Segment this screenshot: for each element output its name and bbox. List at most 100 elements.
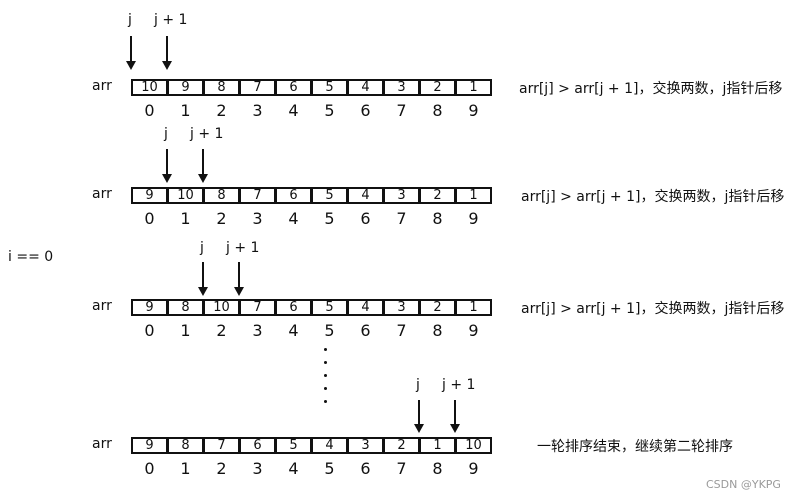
array-cell: 7 [203, 437, 240, 454]
pointer-j1-label: j + 1 [154, 12, 188, 28]
index-label: 9 [468, 101, 479, 120]
index-label: 5 [324, 459, 335, 478]
pointer-j-label: j [128, 12, 132, 28]
watermark: CSDN @YKPG [706, 478, 781, 491]
array-cell: 7 [239, 187, 276, 204]
ellipsis-dot [324, 361, 327, 364]
array-cell: 5 [311, 187, 348, 204]
index-label: 9 [468, 321, 479, 340]
index-label: 6 [360, 101, 371, 120]
array-cell: 10 [203, 299, 240, 316]
index-label: 2 [216, 459, 227, 478]
array-cell: 8 [167, 437, 204, 454]
array-cell: 5 [311, 79, 348, 96]
pointer-j1-label: j + 1 [442, 377, 476, 393]
index-label: 5 [324, 101, 335, 120]
arr-label: arr [92, 78, 112, 94]
ellipsis-dot [324, 387, 327, 390]
index-label: 8 [432, 209, 443, 228]
array-cell: 3 [383, 299, 420, 316]
array-cell: 1 [455, 187, 492, 204]
array-cell: 6 [275, 187, 312, 204]
ellipsis-dot [324, 374, 327, 377]
array-cell: 2 [383, 437, 420, 454]
array-cell: 5 [275, 437, 312, 454]
index-label: 8 [432, 101, 443, 120]
array-cell: 1 [455, 299, 492, 316]
arrowhead-icon [198, 287, 208, 296]
index-label: 0 [144, 101, 155, 120]
index-label: 7 [396, 101, 407, 120]
array-cell: 5 [311, 299, 348, 316]
array-cell: 10 [455, 437, 492, 454]
index-label: 2 [216, 209, 227, 228]
pointer-j-label: j [200, 240, 204, 256]
arrowhead-icon [198, 174, 208, 183]
index-label: 3 [252, 459, 263, 478]
index-label: 8 [432, 321, 443, 340]
array-cell: 2 [419, 187, 456, 204]
row-note: arr[j] > arr[j + 1]，交换两数，j指针后移 [521, 301, 785, 317]
index-label: 0 [144, 321, 155, 340]
row-note: arr[j] > arr[j + 1]，交换两数，j指针后移 [521, 189, 785, 205]
array-cell: 4 [311, 437, 348, 454]
array-cell: 1 [419, 437, 456, 454]
array-cell: 6 [275, 79, 312, 96]
index-label: 8 [432, 459, 443, 478]
array-cell: 1 [455, 79, 492, 96]
array-cell: 2 [419, 299, 456, 316]
array-cell: 7 [239, 299, 276, 316]
index-label: 3 [252, 209, 263, 228]
loop-label: i == 0 [8, 249, 54, 265]
pointer-j-label: j [416, 377, 420, 393]
array-cell: 6 [275, 299, 312, 316]
arr-label: arr [92, 298, 112, 314]
pointer-j1-label: j + 1 [190, 126, 224, 142]
array-cell: 4 [347, 187, 384, 204]
array-cell: 10 [131, 79, 168, 96]
array-cell: 4 [347, 79, 384, 96]
index-label: 5 [324, 321, 335, 340]
array-cell: 8 [167, 299, 204, 316]
index-label: 0 [144, 459, 155, 478]
arrowhead-icon [162, 174, 172, 183]
index-label: 6 [360, 321, 371, 340]
array-cell: 9 [131, 187, 168, 204]
ellipsis-dot [324, 400, 327, 403]
index-label: 5 [324, 209, 335, 228]
index-label: 9 [468, 459, 479, 478]
index-label: 6 [360, 209, 371, 228]
arrowhead-icon [450, 424, 460, 433]
arrowhead-icon [162, 61, 172, 70]
array-cell: 9 [131, 437, 168, 454]
array-cell: 9 [131, 299, 168, 316]
array-cell: 3 [383, 187, 420, 204]
index-label: 4 [288, 459, 299, 478]
arr-label: arr [92, 436, 112, 452]
ellipsis-dot [324, 348, 327, 351]
index-label: 7 [396, 459, 407, 478]
index-label: 9 [468, 209, 479, 228]
array-cell: 7 [239, 79, 276, 96]
arr-label: arr [92, 186, 112, 202]
row-note: 一轮排序结束，继续第二轮排序 [537, 439, 733, 455]
array-cell: 8 [203, 79, 240, 96]
index-label: 1 [180, 321, 191, 340]
index-label: 4 [288, 209, 299, 228]
array-cell: 9 [167, 79, 204, 96]
index-label: 3 [252, 321, 263, 340]
pointer-j-label: j [164, 126, 168, 142]
index-label: 7 [396, 209, 407, 228]
index-label: 1 [180, 101, 191, 120]
index-label: 2 [216, 101, 227, 120]
array-cell: 4 [347, 299, 384, 316]
index-label: 7 [396, 321, 407, 340]
index-label: 3 [252, 101, 263, 120]
arrowhead-icon [234, 287, 244, 296]
array-cell: 2 [419, 79, 456, 96]
row-note: arr[j] > arr[j + 1]，交换两数，j指针后移 [519, 81, 783, 97]
index-label: 4 [288, 321, 299, 340]
index-label: 4 [288, 101, 299, 120]
array-cell: 6 [239, 437, 276, 454]
